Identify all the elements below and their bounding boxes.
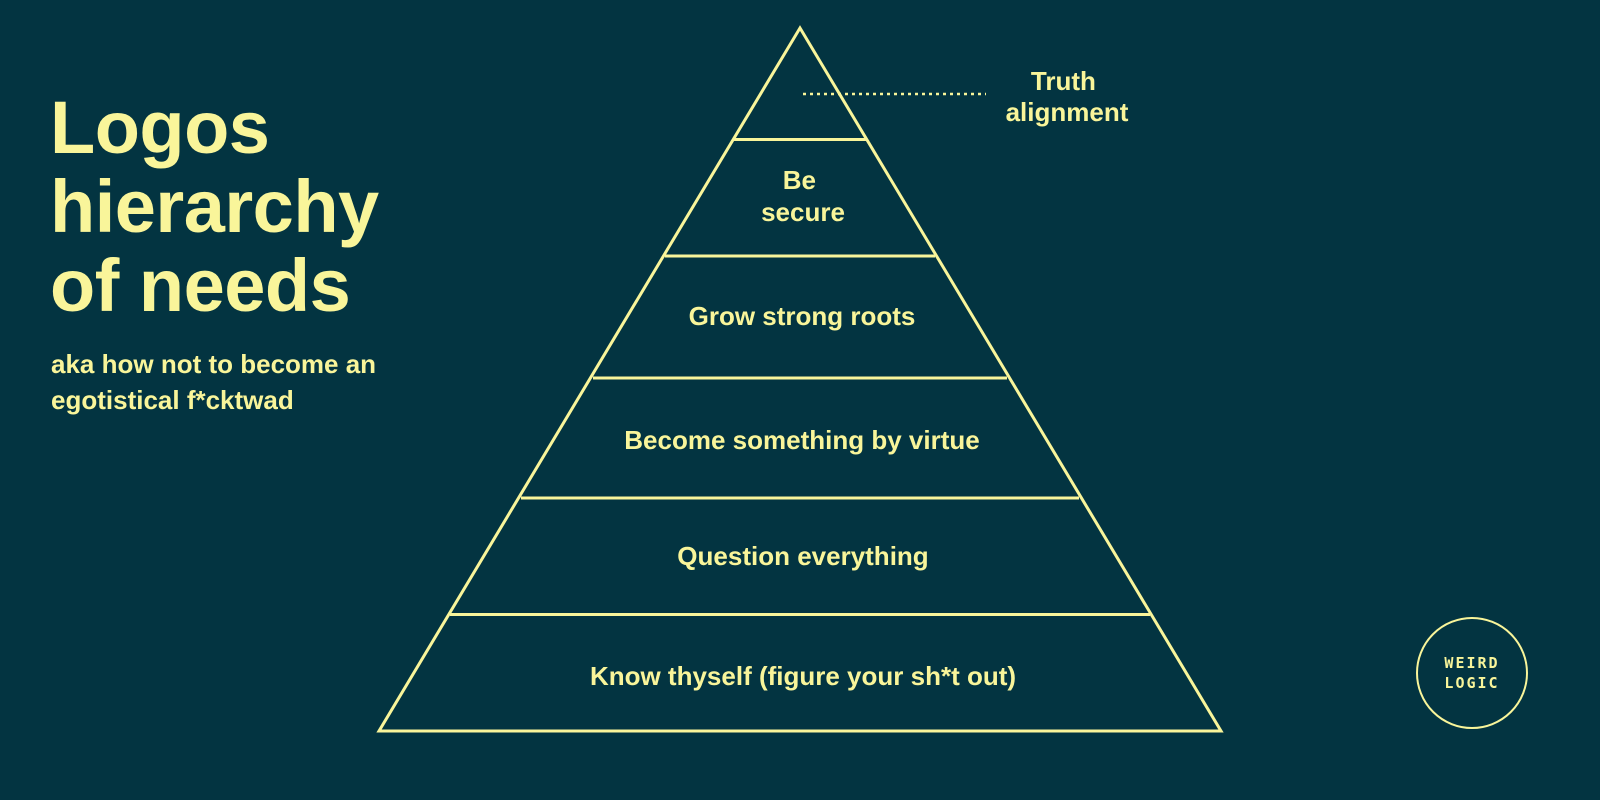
become-something-label: Become something by virtue bbox=[624, 425, 979, 455]
subtitle-line-1: aka how not to become an bbox=[51, 349, 377, 379]
title-line-3: of needs bbox=[50, 244, 351, 327]
question-everything-label: Question everything bbox=[677, 541, 928, 571]
pyramid-outline bbox=[376, 25, 1224, 733]
title-line-2: hierarchy bbox=[50, 165, 379, 248]
be-secure-label: Be secure bbox=[761, 165, 845, 227]
subtitle: aka how not to become an egotistical f*c… bbox=[51, 346, 431, 418]
know-thyself-label: Know thyself (figure your sh*t out) bbox=[590, 661, 1016, 691]
title-line-1: Logos bbox=[50, 86, 270, 169]
subtitle-line-2: egotistical f*cktwad bbox=[51, 385, 294, 415]
page-title: Logos hierarchy of needs bbox=[50, 88, 430, 325]
logo-line-2: LOGIC bbox=[1444, 674, 1500, 692]
logo-line-1: WEIRD bbox=[1444, 654, 1500, 672]
truth-alignment-label: Truth alignment bbox=[1006, 66, 1129, 127]
grow-strong-roots-label: Grow strong roots bbox=[689, 301, 916, 331]
weird-logic-logo: WEIRD LOGIC bbox=[1416, 617, 1528, 729]
